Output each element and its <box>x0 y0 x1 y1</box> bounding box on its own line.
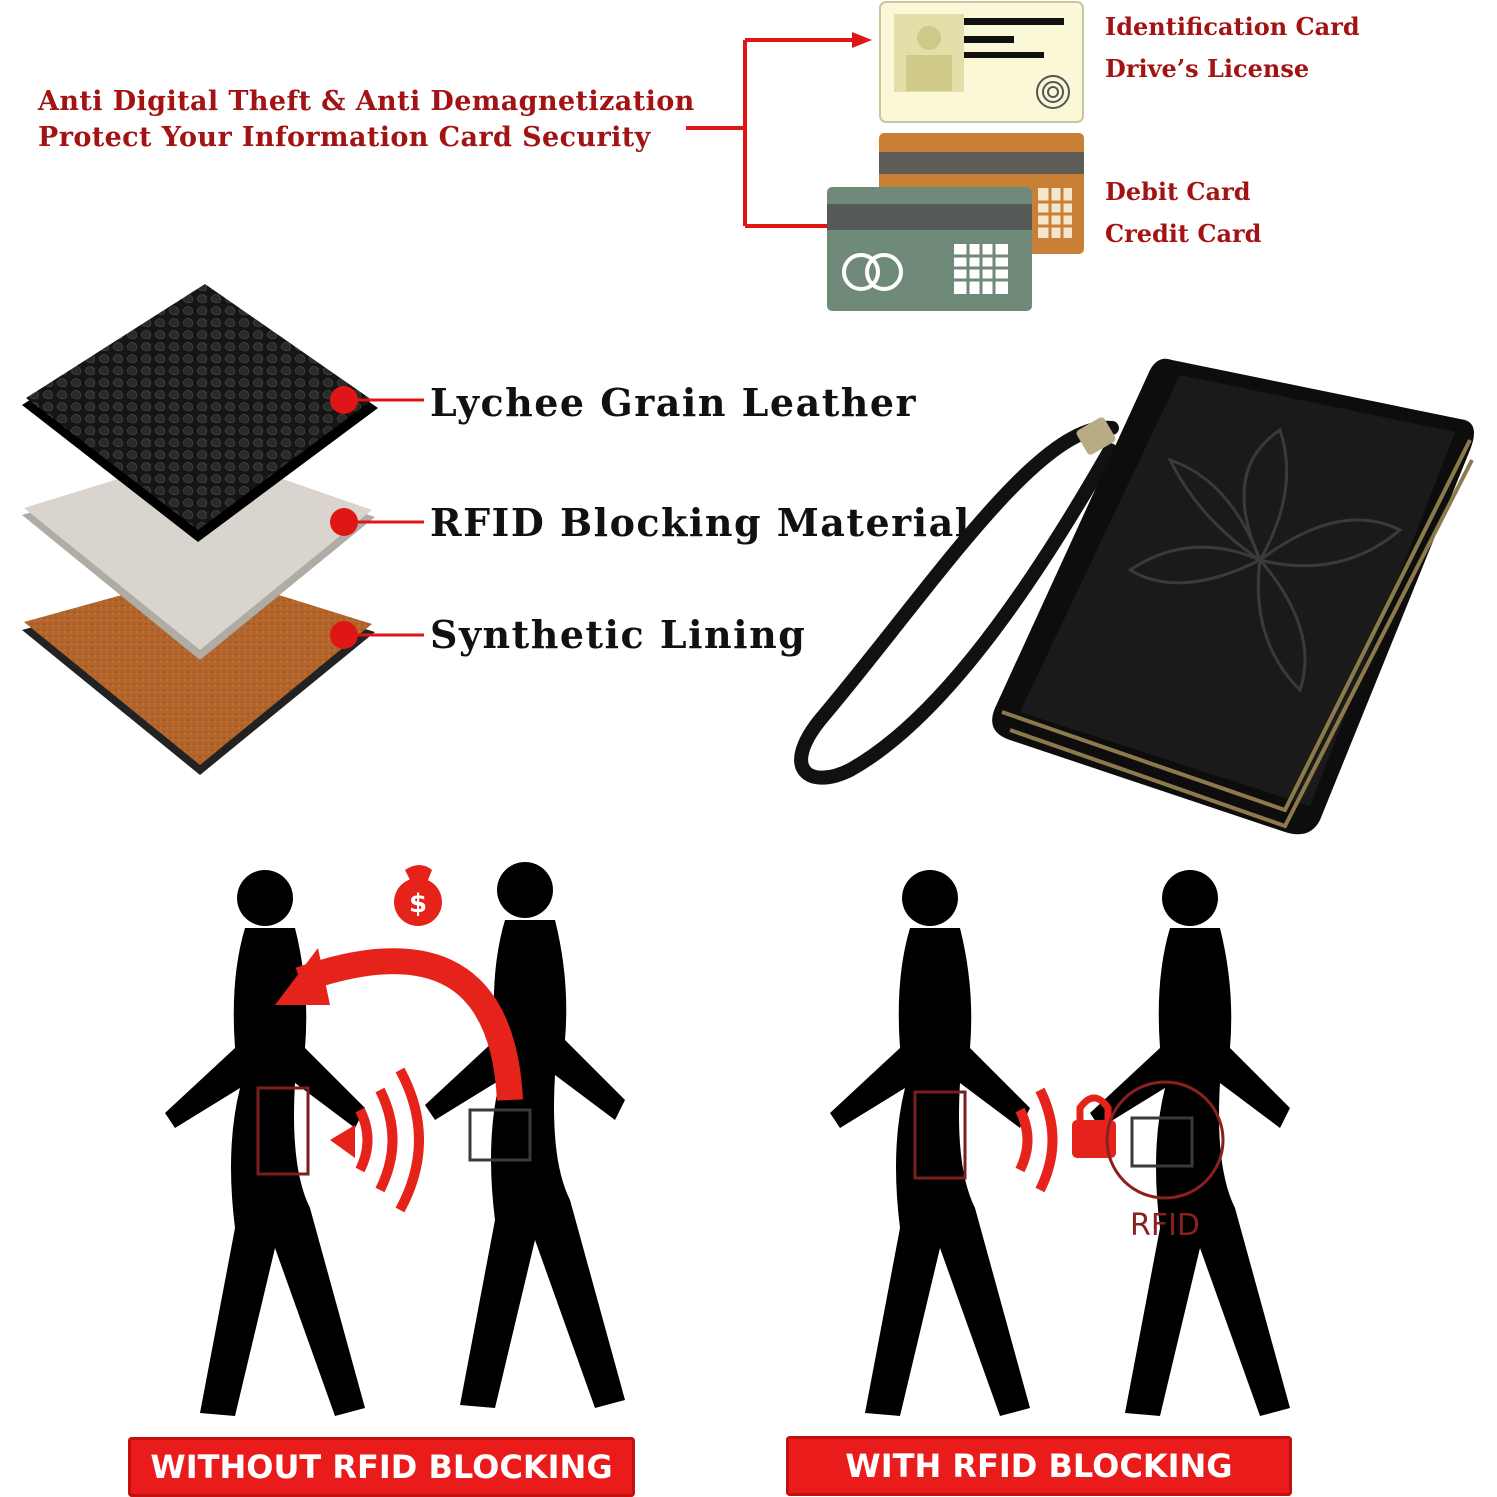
money-bag-icon <box>394 865 442 926</box>
signal-waves-left <box>355 1067 424 1213</box>
card-reader-right <box>913 1090 967 1180</box>
layer-label-lining: Synthetic Lining <box>430 612 807 657</box>
theft-arrow <box>295 948 523 1101</box>
wallet-right <box>1130 1116 1194 1168</box>
credit-card-label: Credit Card <box>1105 219 1262 248</box>
with-rfid-scene <box>830 870 1290 1416</box>
rfid-stamp-text: RFID <box>1130 1208 1200 1243</box>
id-card-label: Identification Card <box>1105 12 1360 41</box>
headline-line-2: Protect Your Information Card Security <box>38 122 651 153</box>
rfid-scenes-illustration: $ RFID <box>165 862 1290 1416</box>
headline-line-1: Anti Digital Theft & Anti Demagnetizatio… <box>38 86 695 117</box>
with-rfid-banner: WITH RFID BLOCKING <box>786 1436 1292 1496</box>
money-symbol: $ <box>409 889 427 919</box>
credit-card-icon <box>827 187 1032 311</box>
debit-card-label: Debit Card <box>1105 177 1251 206</box>
drivers-license-label: Drive’s License <box>1105 54 1310 83</box>
rfid-shield-circle <box>1105 1080 1225 1200</box>
without-rfid-banner: WITHOUT RFID BLOCKING <box>128 1437 635 1497</box>
layer-label-rfid: RFID Blocking Material <box>430 500 971 545</box>
wallet-left <box>468 1108 532 1162</box>
material-layers-illustration <box>22 284 424 775</box>
lychee-leather-layer <box>26 284 372 530</box>
lock-icon <box>1072 1094 1116 1158</box>
layer-label-leather: Lychee Grain Leather <box>430 380 918 425</box>
card-reader-left <box>256 1086 310 1176</box>
id-card-icon <box>879 1 1084 123</box>
rfid-blocking-layer <box>24 452 372 650</box>
signal-waves-right <box>1015 1087 1058 1193</box>
wallet-product-image <box>794 358 1474 835</box>
synthetic-lining-layer <box>24 572 372 765</box>
